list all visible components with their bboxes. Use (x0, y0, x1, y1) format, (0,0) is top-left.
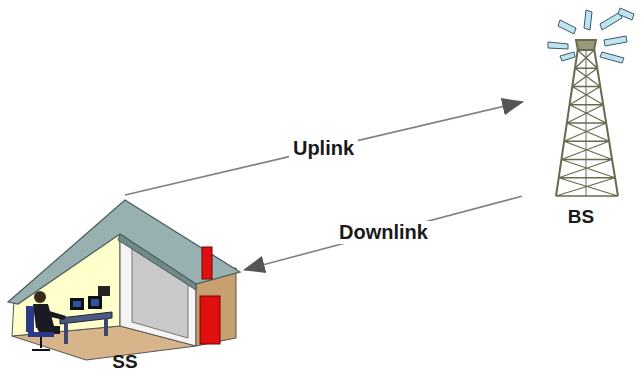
link-label: Uplink (289, 137, 358, 160)
tower-illustration (556, 40, 618, 196)
downlink-arrow (245, 196, 522, 269)
subscriber-station: SS (5, 195, 245, 377)
label-holder: Downlink (335, 221, 432, 244)
label-holder: BS (568, 206, 594, 228)
antenna-panels (548, 8, 634, 63)
station-label: SS (112, 351, 137, 373)
label-holder: SS (112, 351, 137, 373)
station-label: BS (568, 206, 594, 228)
link-label: Downlink (335, 221, 432, 244)
label-holder: Uplink (289, 137, 358, 160)
uplink-arrow (125, 102, 522, 195)
house-illustration (8, 200, 240, 360)
base-station: BS (522, 8, 640, 232)
